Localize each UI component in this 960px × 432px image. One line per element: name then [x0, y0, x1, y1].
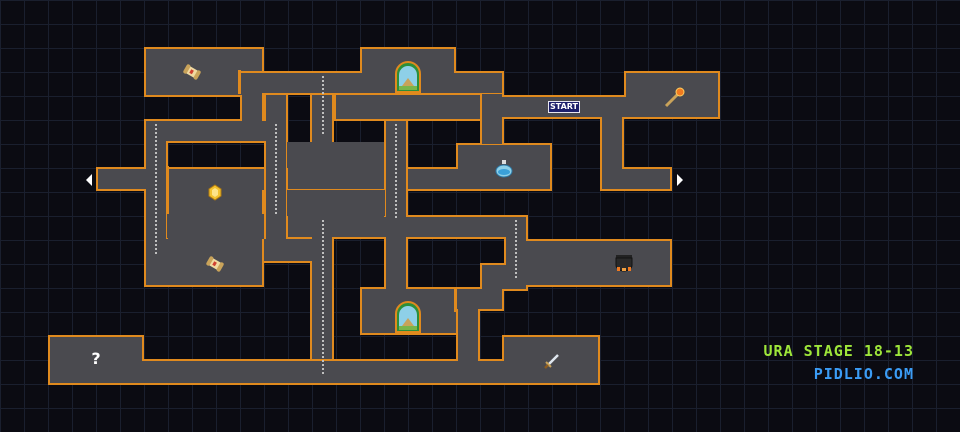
arrow-right-icon[interactable]: [677, 174, 683, 186]
scroll-icon[interactable]: [183, 64, 202, 81]
sword-icon[interactable]: [544, 354, 559, 369]
barrier: [166, 166, 169, 214]
cauldron-icon[interactable]: [615, 255, 633, 272]
arched-door-icon[interactable]: [395, 61, 421, 93]
arched-door-icon[interactable]: [395, 301, 421, 333]
floor-merge: [50, 73, 718, 383]
stage-title: URA STAGE 18-13: [763, 342, 914, 360]
barriers: [166, 70, 457, 312]
barrier: [262, 190, 265, 214]
gem-icon[interactable]: [208, 184, 222, 201]
start-marker: START: [548, 101, 580, 113]
barrier: [238, 70, 241, 94]
magic-wand-icon[interactable]: [664, 87, 685, 108]
barrier: [454, 288, 457, 312]
arrow-left-icon[interactable]: [86, 174, 92, 186]
question-mark-icon[interactable]: ?: [91, 349, 101, 368]
site-watermark: PIDLIO.COM: [813, 365, 914, 383]
scroll-icon[interactable]: [206, 256, 225, 273]
potion-icon[interactable]: [495, 160, 513, 178]
ladders: [155, 76, 517, 374]
